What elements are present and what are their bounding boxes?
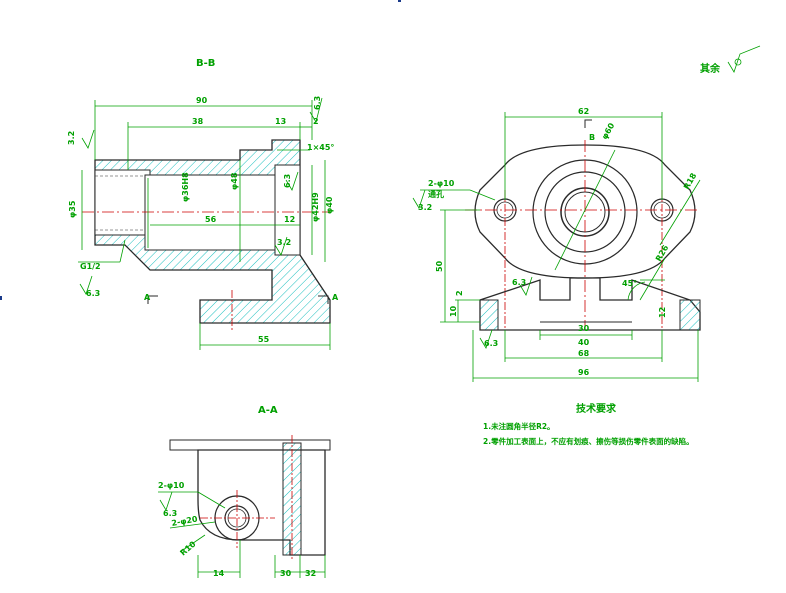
dim-bb-56: 56 — [205, 215, 217, 224]
rough-bb-1: 3.2 — [67, 131, 76, 145]
rough-bb-4: 6.3 — [86, 289, 100, 298]
rough-bb-3: 3.2 — [277, 238, 291, 247]
section-aa-view: A-A 2-φ10 6.3 2-φ20 R10 14 30 — [158, 405, 331, 578]
dim-bb-13: 13 — [275, 117, 286, 126]
frame-tick-left — [0, 296, 2, 300]
dim-top-50: 50 — [435, 260, 444, 272]
dim-bb-90: 90 — [196, 96, 208, 105]
dim-bb-12: 12 — [284, 215, 295, 224]
dim-top-r18: R18 — [682, 171, 699, 191]
cut-a-right: A — [332, 293, 339, 302]
section-bb-title: B-B — [196, 58, 215, 69]
aa-outline — [197, 449, 326, 556]
notes-line-2: 2.零件加工表面上，不应有划痕、擦伤等损伤零件表面的缺陷。 — [483, 436, 694, 446]
dim-aa-32: 32 — [305, 569, 316, 578]
dim-bb-d35: φ35 — [68, 200, 77, 218]
bb-main-bore — [144, 174, 276, 251]
rough-top-2: 6.3 — [512, 278, 526, 287]
dim-bb-chamfer: 1×45° — [307, 143, 334, 152]
dim-top-12: 12 — [658, 307, 667, 318]
rough-bb-5: 6.3 — [283, 174, 292, 188]
dim-top-40: 40 — [578, 338, 590, 347]
dim-bb-d40: φ40 — [325, 196, 334, 214]
dim-top-68: 68 — [578, 349, 590, 358]
base-outline — [479, 277, 701, 331]
dim-bb-38: 38 — [192, 117, 204, 126]
dim-top-r26: R26 — [654, 243, 671, 263]
bb-counterbore — [274, 164, 301, 256]
cut-a-left: A — [144, 293, 151, 302]
bb-thread-bore — [94, 169, 151, 236]
dim-top-d60: φ60 — [600, 121, 617, 141]
dim-aa-holes: 2-φ10 — [158, 481, 185, 490]
dim-top-holes-through: 通孔 — [428, 189, 444, 199]
rough-aa-1: 6.3 — [163, 509, 177, 518]
dim-top-45: 45° — [622, 279, 637, 288]
rough-top-1: 3.2 — [418, 203, 432, 212]
dim-top-30: 30 — [578, 324, 590, 333]
dim-bb-d42: φ42H9 — [311, 192, 320, 222]
rough-top-3: 6.3 — [484, 339, 498, 348]
dim-bb-55: 55 — [258, 335, 270, 344]
dim-top-10: 10 — [449, 305, 458, 317]
section-aa-title: A-A — [258, 405, 278, 416]
dim-top-2: 2 — [455, 290, 464, 296]
dim-bb-2: 2 — [313, 117, 319, 126]
roughness-other: 其余 — [700, 62, 721, 75]
dim-bb-d48: φ48 — [230, 172, 239, 190]
dim-bb-thread: G1/2 — [80, 262, 101, 271]
frame-tick-top — [398, 0, 401, 2]
rough-bb-2: 6.3 — [313, 96, 322, 110]
dim-bb-d36: φ36H8 — [181, 172, 190, 202]
base-hatch-left — [479, 299, 499, 331]
technical-requirements: 技术要求 1.未注圆角半径R2。 2.零件加工表面上，不应有划痕、擦伤等损伤零件… — [483, 402, 694, 446]
notes-line-1: 1.未注圆角半径R2。 — [483, 421, 555, 431]
section-bb-view: B-B — [67, 58, 339, 350]
dim-top-62: 62 — [578, 107, 589, 116]
dim-top-96: 96 — [578, 368, 590, 377]
dim-aa-14: 14 — [213, 569, 225, 578]
cut-b-mark: B — [589, 133, 595, 142]
base-hatch-right — [679, 299, 701, 331]
front-view: 其余 62 φ60 R18 R26 2-φ10 通孔 3.2 50 10 2 4… — [412, 45, 761, 382]
aa-top-flange — [169, 439, 331, 451]
dim-aa-30: 30 — [280, 569, 292, 578]
dim-top-holes: 2-φ10 — [428, 179, 455, 188]
notes-title: 技术要求 — [576, 402, 617, 415]
